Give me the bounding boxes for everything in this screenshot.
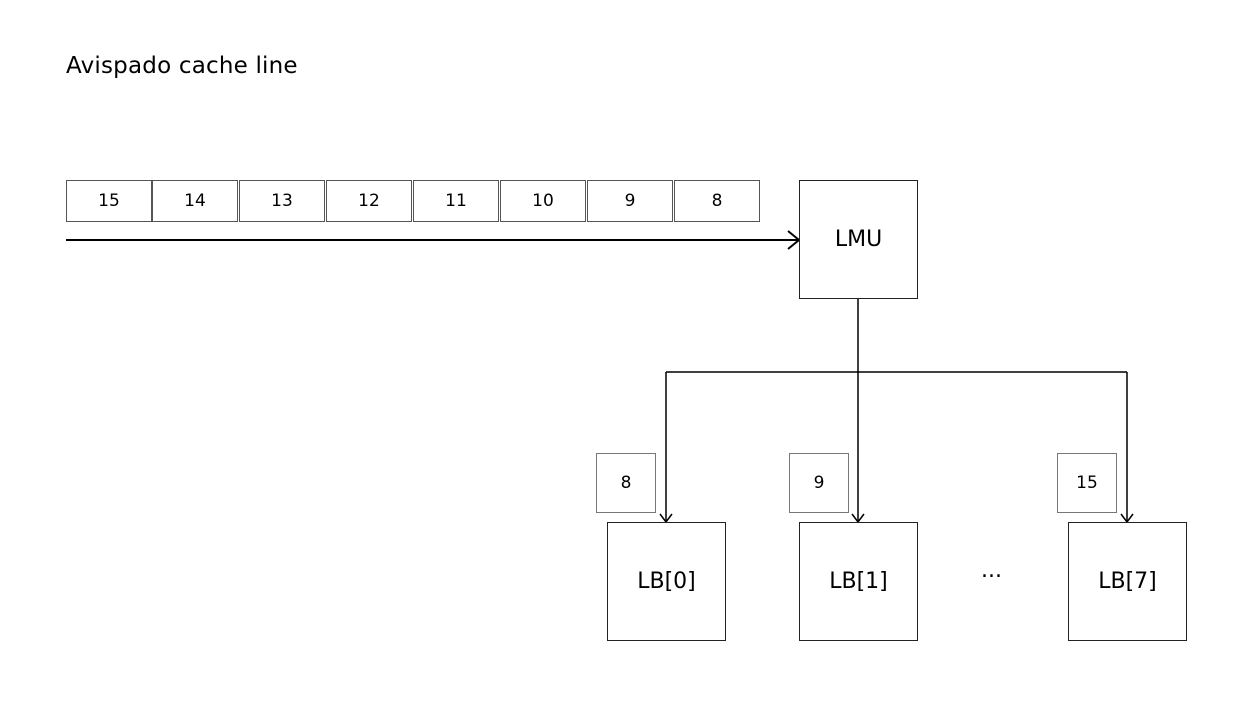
cache-line-cell: 14 — [152, 180, 238, 222]
lb1-tag: 9 — [789, 453, 849, 513]
cache-line-cell: 8 — [674, 180, 760, 222]
cache-line-cell: 13 — [239, 180, 325, 222]
cache-line-cell: 12 — [326, 180, 412, 222]
lb0-tag: 8 — [596, 453, 656, 513]
lmu-label: LMU — [834, 227, 883, 252]
lb7-label: LB[7] — [1098, 569, 1157, 594]
lb1-label: LB[1] — [829, 569, 888, 594]
lb0-label: LB[0] — [637, 569, 696, 594]
lmu-box: LMU — [799, 180, 918, 299]
cache-line-cell: 11 — [413, 180, 499, 222]
cache-line-cell: 9 — [587, 180, 673, 222]
lb7-box: LB[7] — [1068, 522, 1187, 641]
cache-line-cell: 15 — [66, 180, 152, 222]
diagram-title: Avispado cache line — [66, 53, 298, 79]
lb1-box: LB[1] — [799, 522, 918, 641]
lb7-tag: 15 — [1057, 453, 1117, 513]
ellipsis: ... — [981, 558, 1002, 583]
cache-line-cell: 10 — [500, 180, 586, 222]
lb0-box: LB[0] — [607, 522, 726, 641]
